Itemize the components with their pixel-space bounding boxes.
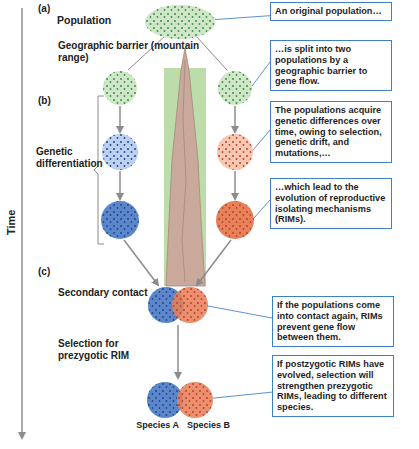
mountain-range (166, 48, 205, 286)
callout-box: …which lead to the evolution of reproduc… (270, 178, 392, 229)
barrier-label: Geographic barrier (mountain range) (58, 40, 208, 63)
node-text: The populations acquire genetic differen… (275, 105, 387, 159)
stage-label: Genetic differentiation (36, 146, 96, 169)
time-arrow (234, 171, 236, 199)
node-text: Population (57, 15, 137, 27)
leader-line (208, 306, 272, 318)
callout-box: …is split into two populations by a geog… (270, 40, 392, 91)
split-line (196, 36, 227, 70)
part-letter: (c) (38, 266, 60, 278)
population-circle (172, 287, 208, 323)
node-text: If postzygotic RIMs have evolved, select… (277, 359, 389, 413)
time-axis (21, 8, 23, 438)
callout-box: If postzygotic RIMs have evolved, select… (272, 355, 394, 417)
selection-arrow (177, 325, 179, 378)
individual-dots (145, 5, 215, 39)
callout-box: The populations acquire genetic differen… (270, 101, 392, 163)
individual-dots (217, 134, 253, 170)
individual-dots (103, 71, 137, 105)
individual-dots (218, 71, 252, 105)
population-circle (103, 71, 137, 105)
population-circle (217, 134, 253, 170)
stage-label: Selection for prezygotic RIM (58, 338, 168, 361)
node-text: If the populations come into contact aga… (277, 300, 389, 343)
time-arrow (119, 171, 121, 199)
contact-arrow (124, 240, 158, 285)
leader-line (254, 200, 270, 218)
leader-line (213, 392, 272, 398)
individual-dots (216, 201, 254, 239)
population-circle (101, 201, 139, 239)
time-arrow (234, 106, 236, 132)
bracket (94, 96, 104, 244)
individual-dots (172, 287, 208, 323)
population-circle (218, 71, 252, 105)
individual-dots (177, 382, 213, 418)
node-text: …which lead to the evolution of reproduc… (275, 182, 387, 225)
shape-outline (177, 382, 213, 418)
population-circle (216, 201, 254, 239)
mountain-ridge (182, 60, 186, 282)
node-text: An original population… (275, 6, 387, 17)
population-ellipse: Population (145, 5, 215, 39)
callout-box: An original population… (270, 2, 392, 21)
population-fill (145, 5, 215, 39)
leader-line (253, 130, 270, 150)
leader-line (252, 62, 270, 86)
population-fill (177, 382, 213, 418)
species-circle: Species B (177, 382, 213, 418)
individual-dots (102, 134, 138, 170)
axis-label: Time (5, 205, 18, 239)
stage-label: Secondary contact (58, 287, 148, 299)
leader-line (215, 16, 270, 20)
node-text: Species B (187, 421, 237, 431)
node-text: …is split into two populations by a geog… (275, 44, 387, 87)
part-letter: (b) (38, 95, 60, 107)
contact-arrow (197, 240, 231, 285)
callout-box: If the populations come into contact aga… (272, 296, 394, 347)
individual-dots (101, 201, 139, 239)
part-letter: (a) (38, 3, 60, 15)
node-text: Species A (131, 421, 179, 431)
shape-outline (145, 5, 215, 39)
time-arrow (119, 106, 121, 132)
population-circle (102, 134, 138, 170)
